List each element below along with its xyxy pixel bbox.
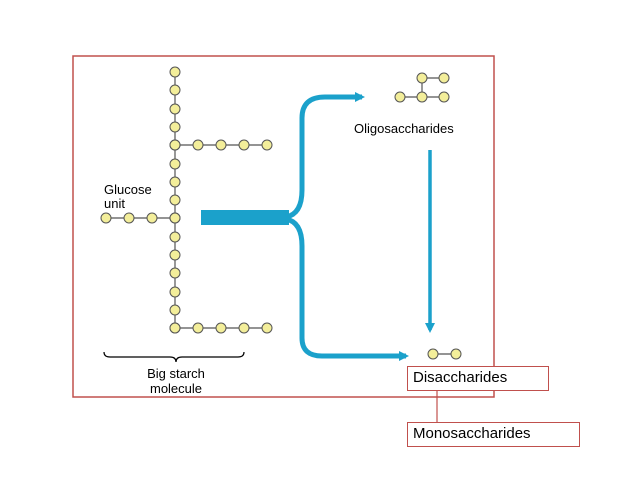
diagram-frame <box>72 55 495 398</box>
glucose-unit-icon <box>438 72 450 84</box>
label-glucose-unit: Glucose unit <box>104 182 152 211</box>
glucose-unit-icon <box>215 322 227 334</box>
glucose-unit-icon <box>169 322 181 334</box>
glucose-unit-icon <box>169 286 181 298</box>
glucose-unit-icon <box>261 322 273 334</box>
glucose-unit-icon <box>192 322 204 334</box>
glucose-unit-icon <box>261 139 273 151</box>
glucose-unit-icon <box>146 212 158 224</box>
enzyme-bar <box>201 210 289 225</box>
glucose-unit-icon <box>169 249 181 261</box>
glucose-unit-icon <box>169 267 181 279</box>
glucose-unit-icon <box>427 348 439 360</box>
glucose-unit-icon <box>238 139 250 151</box>
glucose-unit-icon <box>416 91 428 103</box>
arrow-to-oligosaccharides <box>285 92 365 220</box>
glucose-unit-icon <box>169 158 181 170</box>
glucose-unit-icon <box>215 139 227 151</box>
disaccharides-box: Disaccharides <box>407 366 549 391</box>
glucose-unit-icon <box>169 212 181 224</box>
starch-molecule <box>100 66 273 334</box>
glucose-unit-icon <box>238 322 250 334</box>
arrow-to-disaccharides <box>285 216 409 361</box>
oligosaccharide-fragment <box>394 72 450 103</box>
glucose-unit-icon <box>169 194 181 206</box>
glucose-unit-icon <box>169 121 181 133</box>
glucose-unit-icon <box>169 103 181 115</box>
glucose-unit-icon <box>169 84 181 96</box>
starch-brace <box>103 351 245 363</box>
glucose-unit-icon <box>100 212 112 224</box>
glucose-unit-icon <box>169 231 181 243</box>
glucose-unit-icon <box>416 72 428 84</box>
glucose-unit-icon <box>394 91 406 103</box>
glucose-unit-icon <box>192 139 204 151</box>
glucose-unit-icon <box>438 91 450 103</box>
glucose-unit-icon <box>450 348 462 360</box>
label-oligosaccharides: Oligosaccharides <box>354 121 454 136</box>
glucose-unit-icon <box>169 304 181 316</box>
glucose-unit-icon <box>169 66 181 78</box>
disaccharide-fragment <box>427 348 462 360</box>
glucose-unit-icon <box>169 139 181 151</box>
glucose-unit-icon <box>169 176 181 188</box>
monosaccharides-box: Monosaccharides <box>407 422 580 447</box>
glucose-unit-icon <box>123 212 135 224</box>
label-big-starch-molecule: Big starch molecule <box>147 366 205 396</box>
